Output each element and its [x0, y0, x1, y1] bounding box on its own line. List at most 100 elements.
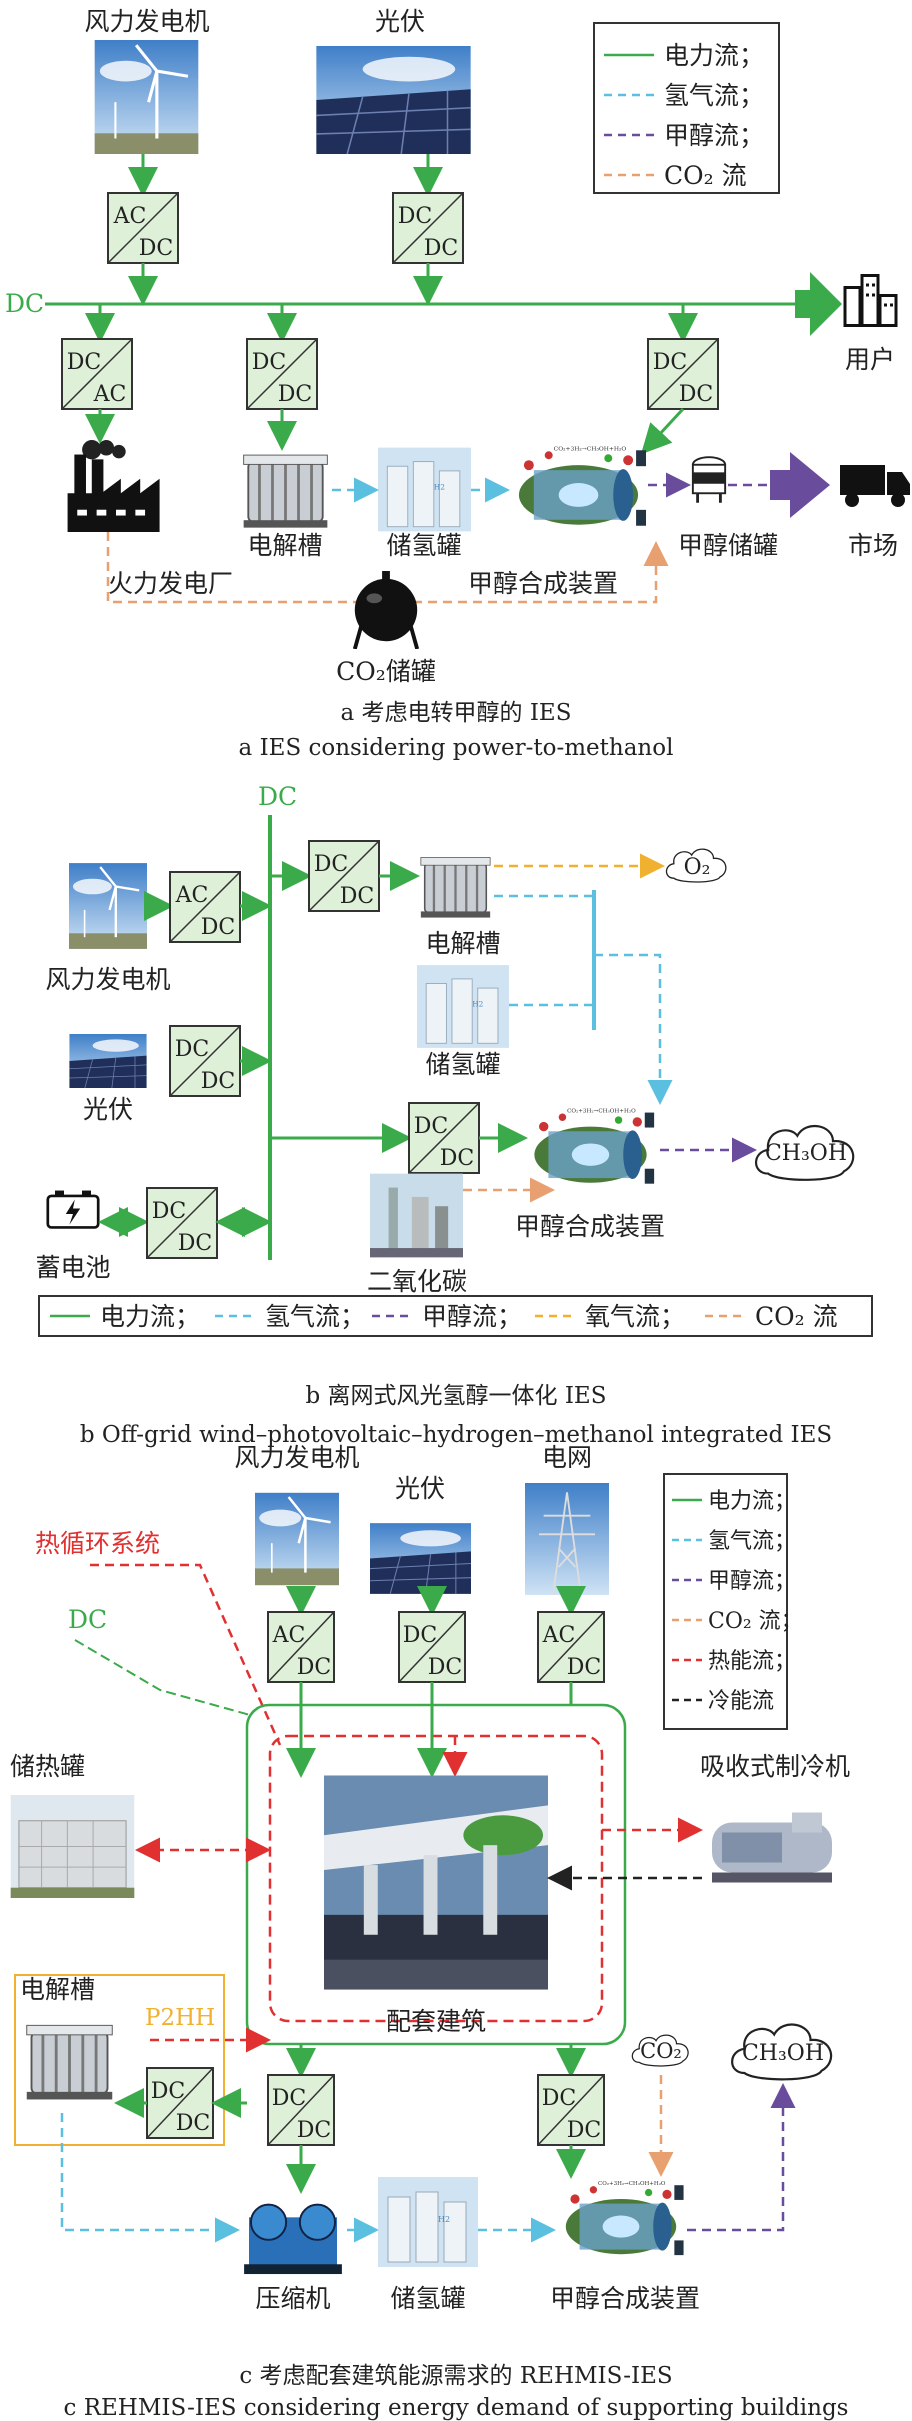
- svg-text:DC: DC: [340, 884, 374, 909]
- caption-a-cn: a 考虑电转甲醇的 IES: [341, 700, 572, 726]
- legend-item: 热能流；: [708, 1649, 796, 1674]
- converter-dc-dc: DC DC: [308, 840, 380, 912]
- label-heat-tank: 储热罐: [10, 1752, 85, 1781]
- electrolyzer-image: [242, 453, 329, 530]
- legend-item: 电力流；: [100, 1302, 200, 1331]
- svg-text:DC: DC: [398, 204, 432, 229]
- svg-text:DC: DC: [297, 1655, 331, 1680]
- power-grid-image: [525, 1482, 609, 1596]
- legend-item: CO₂ 流；: [708, 1609, 803, 1634]
- label-co2: CO₂: [640, 2039, 682, 2063]
- label-compressor: 压缩机: [255, 2284, 330, 2313]
- svg-text:DC: DC: [139, 236, 173, 261]
- svg-text:DC: DC: [252, 350, 286, 375]
- label-methanol-synthesis: 甲醇合成装置: [515, 1212, 665, 1241]
- co2-tank-icon: [352, 571, 420, 649]
- label-grid: 电网: [542, 1443, 592, 1472]
- legend-item: 冷能流: [708, 1689, 774, 1714]
- svg-text:DC: DC: [414, 1114, 448, 1139]
- label-hydrogen-tank: 储氢罐: [386, 531, 461, 560]
- svg-text:DC: DC: [176, 2111, 210, 2136]
- label-electrolyzer: 电解槽: [425, 929, 500, 958]
- compressor-image: [243, 2203, 343, 2276]
- label-co2-tank: CO₂储罐: [336, 657, 436, 686]
- methanol-reactor-image: [565, 2181, 684, 2256]
- svg-text:AC: AC: [113, 204, 147, 229]
- co2-source-image: [370, 1173, 463, 1258]
- absorption-chiller-image: [712, 1812, 832, 1883]
- label-dc: DC: [68, 1605, 107, 1634]
- svg-text:DC: DC: [272, 2086, 306, 2111]
- converter-dc-dc: DC DC: [408, 1102, 480, 1174]
- label-wind: 风力发电机: [84, 7, 209, 36]
- power-to-user-arrow: [795, 272, 842, 336]
- label-market: 市场: [848, 531, 898, 560]
- user-building-icon: [843, 273, 898, 328]
- pv-panel-image: [315, 46, 472, 154]
- converter-ac-dc: AC DC: [267, 1611, 335, 1683]
- caption-c-en: c REHMIS-IES considering energy demand o…: [64, 2395, 849, 2421]
- methanol-reactor-image: [534, 1108, 655, 1184]
- svg-text:DC: DC: [178, 1231, 212, 1256]
- svg-text:DC: DC: [440, 1146, 474, 1171]
- legend-item: 氢气流；: [265, 1302, 365, 1331]
- label-p2hh: P2HH: [145, 2005, 215, 2031]
- dc-bus-loop: [245, 1703, 627, 2046]
- caption-b-cn: b 离网式风光氢醇一体化 IES: [306, 1383, 607, 1409]
- svg-text:AC: AC: [175, 883, 209, 908]
- battery-icon: [46, 1189, 100, 1229]
- legend-b: 电力流； 氢气流； 甲醇流； 氧气流； CO₂ 流: [38, 1295, 873, 1337]
- hydrogen-tank-image: [378, 2176, 478, 2268]
- dc-callout: [74, 1639, 251, 1716]
- legend-item: 氢气流；: [664, 81, 764, 110]
- label-hydrogen-tank: 储氢罐: [425, 1050, 500, 1079]
- legend-item: 电力流；: [708, 1489, 796, 1514]
- label-oxygen: O₂: [684, 855, 711, 880]
- converter-ac-dc: AC DC: [107, 192, 179, 264]
- label-methanol-synthesis: 甲醇合成装置: [468, 569, 618, 598]
- legend-item: 甲醇流；: [664, 121, 764, 150]
- legend-item: CO₂ 流: [664, 161, 747, 190]
- label-methanol-tank: 甲醇储罐: [678, 531, 778, 560]
- converter-dc-dc: DC DC: [146, 1187, 218, 1259]
- label-building: 配套建筑: [386, 2007, 486, 2036]
- heat-loop: [268, 1734, 604, 2023]
- svg-text:DC: DC: [679, 382, 713, 407]
- hydrogen-tank-image: [378, 447, 471, 532]
- label-thermal-plant: 火力发电厂: [108, 569, 233, 598]
- svg-text:DC: DC: [542, 2086, 576, 2111]
- wind-turbine-image: [255, 1491, 339, 1587]
- label-methanol: CH₃OH: [742, 2041, 824, 2066]
- svg-text:AC: AC: [542, 1623, 576, 1648]
- truck-icon: [840, 465, 910, 507]
- svg-text:DC: DC: [152, 1199, 186, 1224]
- dc-bus-label: DC: [258, 782, 297, 811]
- methanol-to-market-arrow: [770, 452, 830, 518]
- methanol-tank-icon: [691, 455, 727, 503]
- label-pv: 光伏: [375, 7, 425, 36]
- label-methanol: CH₃OH: [765, 1141, 847, 1166]
- svg-text:DC: DC: [314, 852, 348, 877]
- svg-text:AC: AC: [93, 382, 127, 407]
- legend-item: 甲醇流；: [422, 1302, 522, 1331]
- caption-c-cn: c 考虑配套建筑能源需求的 REHMIS-IES: [239, 2363, 672, 2389]
- legend-a: 电力流； 氢气流； 甲醇流； CO₂ 流: [593, 22, 780, 194]
- converter-dc-dc: DC DC: [537, 2074, 605, 2146]
- label-absorption-chiller: 吸收式制冷机: [700, 1752, 850, 1781]
- svg-text:DC: DC: [567, 2118, 601, 2143]
- svg-text:DC: DC: [428, 1655, 462, 1680]
- svg-text:AC: AC: [272, 1623, 306, 1648]
- svg-text:DC: DC: [278, 382, 312, 407]
- label-electrolyzer: 电解槽: [247, 531, 322, 560]
- converter-dc-dc: DC DC: [246, 338, 318, 410]
- label-heat-loop: 热循环系统: [35, 1529, 160, 1558]
- caption-b-en: b Off-grid wind–photovoltaic–hydrogen–me…: [80, 1422, 832, 1448]
